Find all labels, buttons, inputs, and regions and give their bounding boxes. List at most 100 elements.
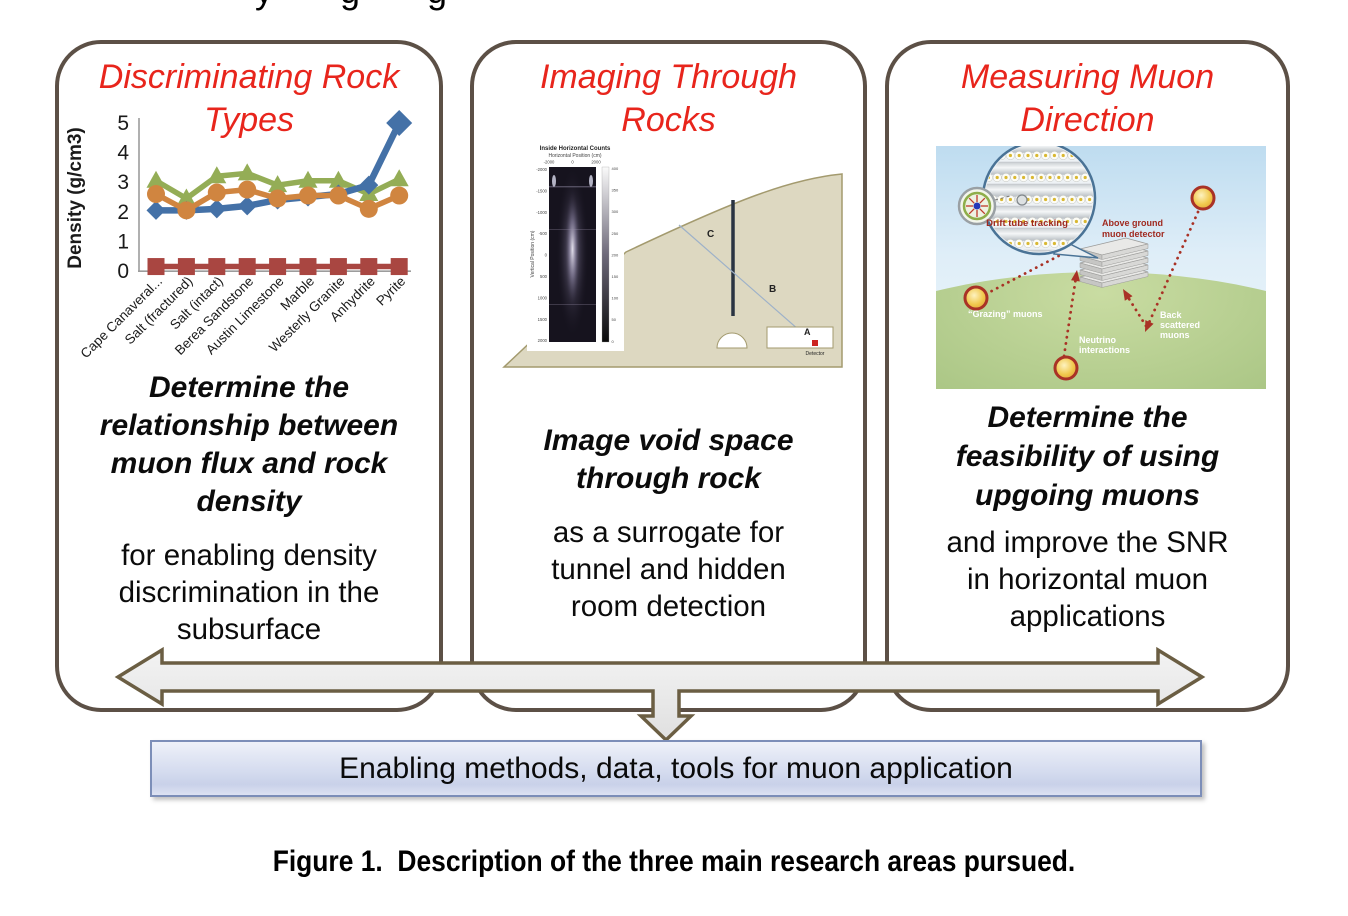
orange-circle-series-marker	[147, 185, 165, 204]
counts-heatmap-inset: Inside Horizontal Counts Horizontal Posi…	[527, 142, 624, 351]
red-square-series-marker	[208, 258, 226, 276]
backscatter-down-arrow	[1146, 210, 1200, 327]
muon-ball-right	[1190, 185, 1216, 211]
orange-circle-series-marker	[177, 201, 196, 220]
neutrino-muon-arrow	[1062, 275, 1078, 358]
heatmap-y-tick: -1500	[536, 188, 547, 193]
segment-c-label: C	[707, 229, 714, 240]
category-label: Pyrite	[373, 274, 408, 309]
colorbar-tick: 0	[612, 339, 615, 344]
panel-imaging-through-rocks: Imaging Through Rocks	[470, 40, 867, 712]
neutrino-label-2: interactions	[1079, 345, 1130, 355]
green-triangle-series-marker	[328, 170, 348, 188]
orange-circle-series-marker	[359, 199, 378, 218]
enabling-methods-banner: Enabling methods, data, tools for muon a…	[150, 740, 1202, 797]
colorbar-tick: 400	[612, 166, 619, 171]
heatmap-ylabel: Vertical Position (cm)	[530, 230, 536, 277]
panel-3-goal: Determine the feasibility of using upgoi…	[955, 401, 1220, 512]
panel-measuring-muon-direction: Measuring Muon Direction	[885, 40, 1290, 712]
blue-diamond-series-marker	[146, 200, 166, 220]
banner-label: Enabling methods, data, tools for muon a…	[339, 751, 1013, 785]
muon-ball-bottom	[1053, 355, 1079, 381]
panel-2-goal: Image void space through rock	[543, 424, 794, 495]
red-square-series-marker	[360, 258, 378, 276]
colorbar-tick: 50	[612, 317, 617, 322]
muon-trajectories	[984, 210, 1200, 358]
colorbar-tick: 100	[612, 296, 619, 301]
red-square-series-marker	[147, 258, 165, 276]
segment-a-label: A	[804, 327, 811, 337]
colorbar-tick: 200	[612, 252, 619, 257]
red-square-series-marker	[390, 258, 408, 276]
arrowheads	[1064, 247, 1154, 332]
detector-label: Detector	[806, 351, 825, 357]
heatmap-y-tick: 1500	[538, 317, 548, 322]
heatmap-x-tick: 0	[571, 160, 574, 165]
colorbar-tick: 250	[612, 231, 619, 236]
heatmap-y-tick: 1000	[538, 295, 548, 300]
hidden-room	[766, 326, 834, 349]
heatmap-y-tick: 0	[545, 253, 548, 258]
backscatter-label-3: muons	[1160, 330, 1190, 340]
muon-ball-left	[963, 285, 989, 311]
above-ground-label-2: muon detector	[1102, 229, 1165, 239]
panel-1-title: Discriminating Rock Types	[98, 58, 400, 139]
green-triangle-series-marker	[298, 170, 318, 188]
above-ground-label-1: Above ground	[1102, 218, 1163, 228]
panel-3-goal-detail: and improve the SNR in horizontal muon a…	[946, 526, 1229, 633]
y-tick-label: 4	[117, 142, 129, 165]
heatmap-y-tick: 500	[540, 274, 548, 279]
red-square-series-marker	[299, 258, 317, 276]
heatmap-x-tick: -2000	[544, 160, 555, 165]
panel-3-title: Measuring Muon Direction	[960, 58, 1215, 139]
panel-2-title: Imaging Through Rocks	[539, 58, 798, 139]
heatmap-y-tick: 2000	[538, 338, 548, 343]
red-square-series-marker	[269, 258, 287, 276]
figure-caption: Figure 1. Description of the three main …	[0, 845, 1348, 879]
panel-1-goal: Determine the relationship between muon …	[99, 371, 399, 518]
panel-1-goal-detail: for enabling density discrimination in t…	[118, 539, 380, 646]
colorbar-tick: 300	[612, 209, 619, 214]
blue-diamond-series-marker	[207, 199, 227, 219]
cropped-letter: g	[427, 0, 447, 11]
y-axis-title: Density (g/cm3)	[65, 127, 86, 268]
panel-2-goal-detail: as a surrogate for tunnel and hidden roo…	[551, 516, 786, 623]
y-tick-label: 5	[117, 112, 129, 135]
figure-caption-text: Figure 1. Description of the three main …	[272, 845, 1076, 878]
y-tick-label: 3	[117, 171, 129, 194]
colorbar-tick: 350	[612, 188, 619, 193]
y-tick-label: 1	[117, 230, 129, 253]
muon-sources	[963, 185, 1216, 381]
tunnel-dome	[716, 332, 748, 349]
heatmap-xlabel: Horizontal Position (cm)	[548, 153, 601, 159]
orange-circle-series-marker	[207, 183, 226, 202]
orange-circle-series-marker	[299, 186, 317, 205]
green-triangle-series-marker	[146, 170, 166, 188]
red-square-series-marker	[238, 258, 256, 276]
colorbar-tick: 150	[612, 274, 619, 279]
backscatter-label-1: Back	[1160, 310, 1183, 320]
muon-imaging-diagram: Detector C B A Inside Horizontal Counts …	[502, 142, 843, 368]
blue-diamond-series-marker	[359, 175, 379, 195]
green-triangle-series-marker	[207, 166, 227, 184]
grazing-muons-label: “Grazing” muons	[968, 309, 1043, 319]
ground-hill	[936, 272, 1266, 389]
orange-circle-series-marker	[329, 186, 348, 205]
muon-path-line	[678, 224, 816, 345]
backscatter-label-2: scattered	[1160, 320, 1200, 330]
heatmap-colorbar	[601, 166, 610, 343]
green-triangle-series-marker	[389, 169, 409, 187]
red-square-series-marker	[329, 258, 347, 276]
segment-b-label: B	[769, 284, 776, 295]
neutrino-label-1: Neutrino	[1079, 335, 1117, 345]
cropped-text-line: y g g	[245, 0, 475, 11]
orange-circle-series-marker	[238, 180, 257, 199]
green-triangle-series-marker	[176, 188, 196, 206]
y-tick-label: 2	[117, 201, 129, 224]
heatmap-title: Inside Horizontal Counts	[540, 146, 611, 152]
backscatter-up-arrow	[1124, 292, 1148, 328]
